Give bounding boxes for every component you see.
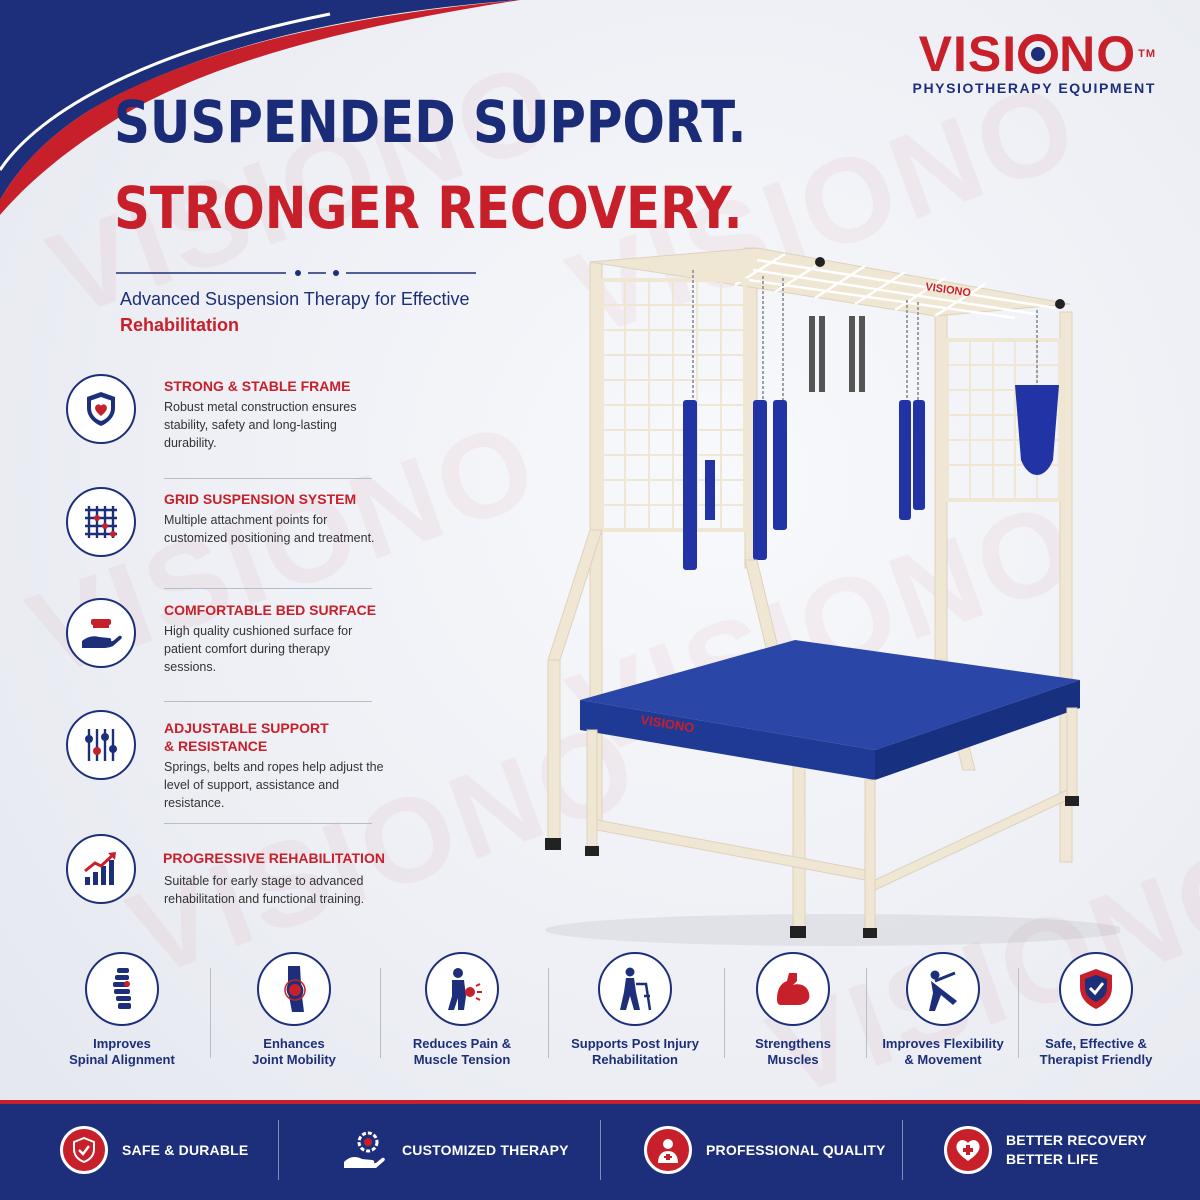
decorative-swoosh <box>0 0 520 215</box>
shield-check-icon <box>60 1126 108 1174</box>
sliders-icon <box>66 710 136 780</box>
headline-line-2: STRONGER RECOVERY. <box>114 174 743 242</box>
bar-item-label: CUSTOMIZED THERAPY <box>402 1141 569 1158</box>
heart-plus-icon <box>944 1126 992 1174</box>
bar-item-safe-durable: SAFE & DURABLE <box>60 1122 248 1178</box>
bar-item-label: PROFESSIONAL QUALITY <box>706 1141 886 1158</box>
feature-title: STRONG & STABLE FRAME <box>164 378 351 394</box>
benefit-label: Strengthens Muscles <box>755 1036 831 1067</box>
feature-divider <box>164 478 372 479</box>
benefit-item: Reduces Pain & Muscle Tension <box>387 952 537 1068</box>
feature-description: Springs, belts and ropes help adjust the… <box>164 760 384 810</box>
benefit-item: Supports Post Injury Rehabilitation <box>560 952 710 1068</box>
benefit-item: Strengthens Muscles <box>718 952 868 1068</box>
benefit-label: Improves Spinal Alignment <box>69 1036 175 1067</box>
feature-description: High quality cushioned surface for patie… <box>164 624 353 674</box>
bottom-bar: SAFE & DURABLE CUSTOMIZED THERAPY PROFES… <box>0 1100 1200 1200</box>
bar-item-better-recovery: BETTER RECOVERY BETTER LIFE <box>944 1122 1147 1178</box>
bar-divider <box>902 1120 903 1180</box>
feature-title: PROGRESSIVE REHABILITATION <box>163 850 385 866</box>
benefit-label: Reduces Pain & Muscle Tension <box>412 1036 512 1067</box>
benefit-label: Enhances Joint Mobility <box>252 1036 336 1067</box>
tagline: Advanced Suspension Therapy for Effectiv… <box>120 289 470 335</box>
brand-subtitle: PHYSIOTHERAPY EQUIPMENT <box>912 80 1156 96</box>
shield-check-icon <box>1059 952 1133 1026</box>
stretch-icon <box>906 952 980 1026</box>
bottom-bar-accent <box>0 1100 1200 1104</box>
bar-divider <box>278 1120 279 1180</box>
benefit-label: Improves Flexibility & Movement <box>882 1036 1004 1067</box>
feature-divider <box>164 823 372 824</box>
bar-divider <box>600 1120 601 1180</box>
feature-description: Robust metal construction ensures stabil… <box>164 400 357 450</box>
feature-divider <box>164 588 372 589</box>
doctor-icon <box>644 1126 692 1174</box>
back-pain-icon <box>425 952 499 1026</box>
grid-icon <box>66 487 136 557</box>
bar-item-customized-therapy: CUSTOMIZED THERAPY <box>340 1122 569 1178</box>
tagline-highlight: Rehabilitation <box>120 315 240 335</box>
bar-item-label: SAFE & DURABLE <box>122 1141 249 1158</box>
bar-item-professional-quality: PROFESSIONAL QUALITY <box>644 1122 886 1178</box>
headline-line-1: SUSPENDED SUPPORT. <box>114 88 747 156</box>
benefit-divider <box>1018 968 1019 1058</box>
muscle-arm-icon <box>756 952 830 1026</box>
bar-item-label: BETTER RECOVERY BETTER LIFE <box>1006 1132 1147 1167</box>
headline-divider <box>116 270 476 276</box>
benefit-divider <box>380 968 381 1058</box>
hand-bed-icon <box>66 598 136 668</box>
feature-description: Multiple attachment points for customize… <box>164 513 375 545</box>
benefit-item: Safe, Effective & Therapist Friendly <box>1021 952 1171 1068</box>
suspension-therapy-unit: VISIONO <box>545 247 1120 946</box>
benefit-label: Safe, Effective & Therapist Friendly <box>1039 1036 1153 1067</box>
spine-icon <box>85 952 159 1026</box>
benefit-divider <box>866 968 867 1058</box>
feature-divider <box>164 701 372 702</box>
benefit-divider <box>548 968 549 1058</box>
gear-hand-icon <box>340 1126 388 1174</box>
benefit-divider <box>724 968 725 1058</box>
walker-icon <box>598 952 672 1026</box>
feature-title: COMFORTABLE BED SURFACE <box>164 602 377 618</box>
benefit-divider <box>210 968 211 1058</box>
feature-title: GRID SUSPENSION SYSTEM <box>164 491 357 507</box>
feature-title: ADJUSTABLE SUPPORT & RESISTANCE <box>164 720 329 754</box>
feature-description: Suitable for early stage to advanced reh… <box>164 874 365 906</box>
shield-heart-icon <box>66 374 136 444</box>
benefit-item: Improves Spinal Alignment <box>47 952 197 1068</box>
benefit-label: Supports Post Injury Rehabilitation <box>571 1036 699 1067</box>
benefit-item: Enhances Joint Mobility <box>219 952 369 1068</box>
benefit-item: Improves Flexibility & Movement <box>868 952 1018 1068</box>
knee-joint-icon <box>257 952 331 1026</box>
growth-chart-icon <box>66 834 136 904</box>
